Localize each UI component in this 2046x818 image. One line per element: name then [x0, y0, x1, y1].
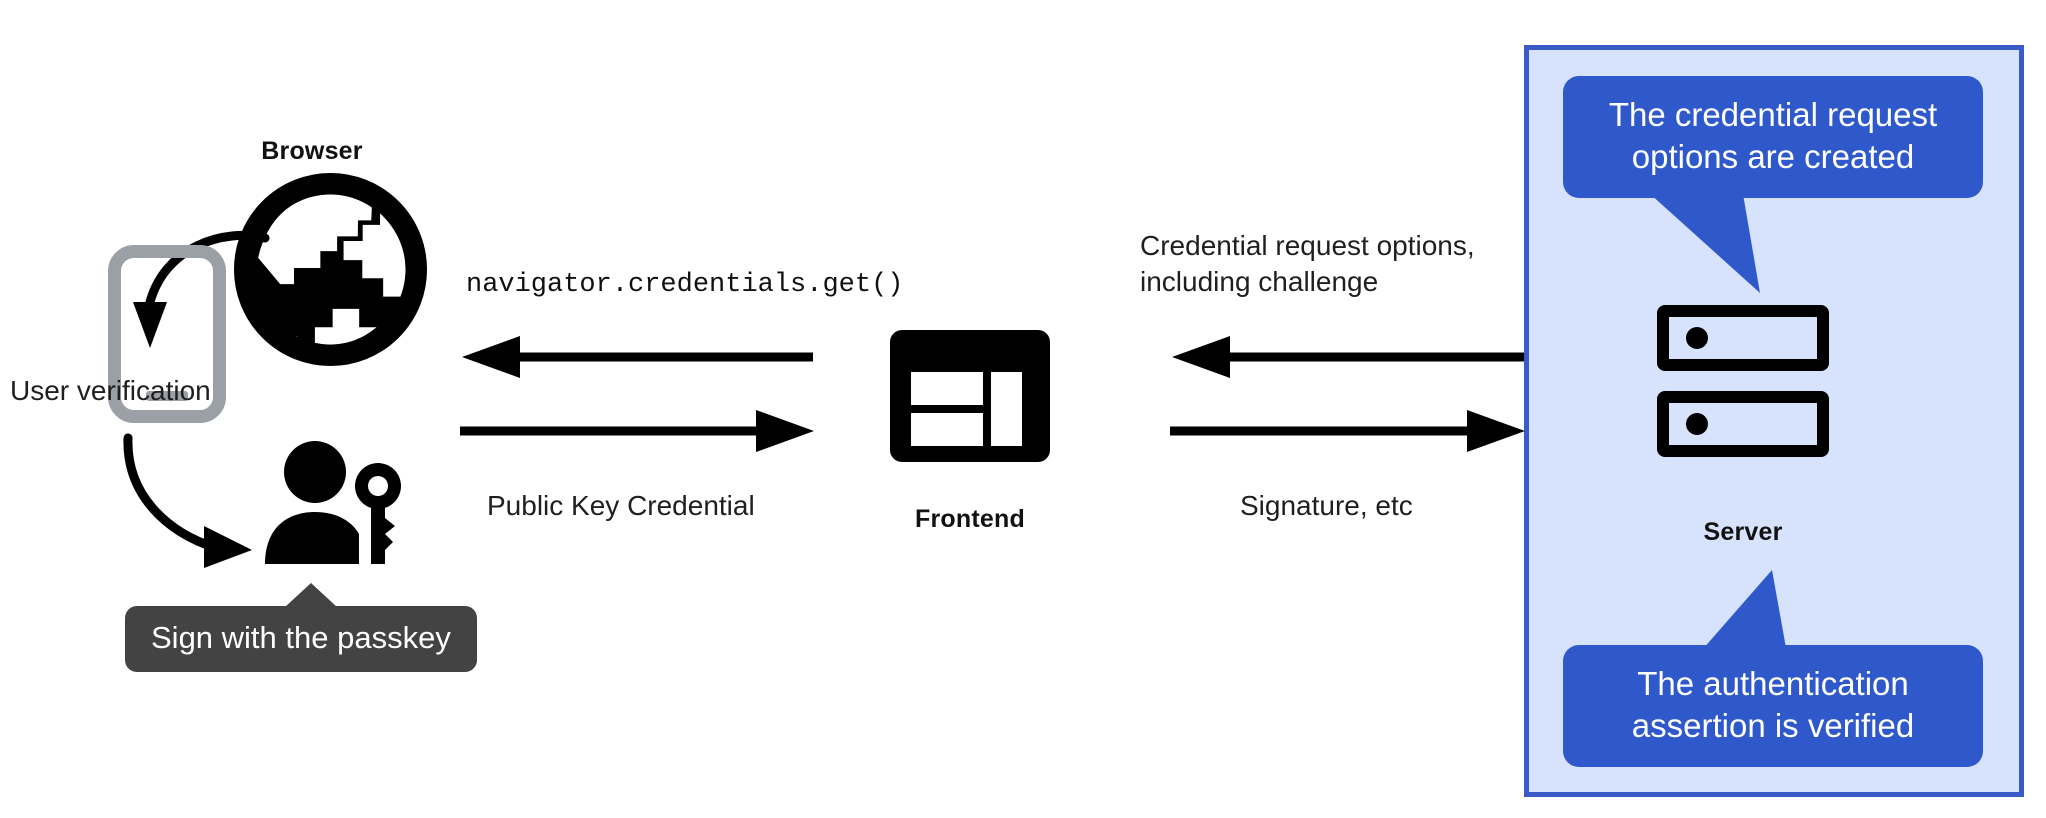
- navigator-credentials-get-label: navigator.credentials.get(): [466, 270, 904, 300]
- signature-etc-label: Signature, etc: [1240, 490, 1413, 521]
- frontend-icon: [890, 330, 1050, 462]
- arrow-server-to-frontend: [1172, 336, 1524, 378]
- public-key-credential-label: Public Key Credential: [487, 490, 755, 521]
- server-callout-credential-options: The credential request options are creat…: [1563, 76, 1983, 199]
- server-icon: [1657, 305, 1829, 457]
- device-home-bar: [146, 391, 188, 401]
- arrow-frontend-to-server: [1170, 410, 1525, 452]
- passkey-tooltip-tail: [285, 583, 337, 607]
- server-rack-top: [1657, 305, 1829, 371]
- passkey-tooltip: Sign with the passkey: [125, 583, 477, 672]
- frontend-cell-top-left: [911, 372, 983, 405]
- globe-icon: [233, 172, 428, 367]
- frontend-cell-right: [991, 372, 1022, 446]
- arrow-browser-to-frontend: [460, 410, 814, 452]
- server-status-dot-bottom: [1686, 413, 1708, 435]
- device-to-user-arrow: [123, 433, 252, 568]
- passkey-tooltip-text: Sign with the passkey: [125, 606, 477, 672]
- browser-label: Browser: [261, 137, 363, 165]
- server-callout-assertion-verified: The authentication assertion is verified: [1563, 645, 1983, 768]
- device-icon: [108, 245, 226, 423]
- user-verification-label: User verification: [10, 375, 211, 406]
- frontend-cell-bottom-left: [911, 413, 983, 446]
- server-status-dot-top: [1686, 327, 1708, 349]
- credential-request-options-label: Credential request options, including ch…: [1140, 230, 1475, 298]
- person-with-key-icon: [255, 440, 405, 570]
- arrow-frontend-to-browser: [462, 336, 813, 378]
- server-rack-bottom: [1657, 391, 1829, 457]
- frontend-label: Frontend: [915, 505, 1025, 533]
- server-label: Server: [1703, 518, 1783, 546]
